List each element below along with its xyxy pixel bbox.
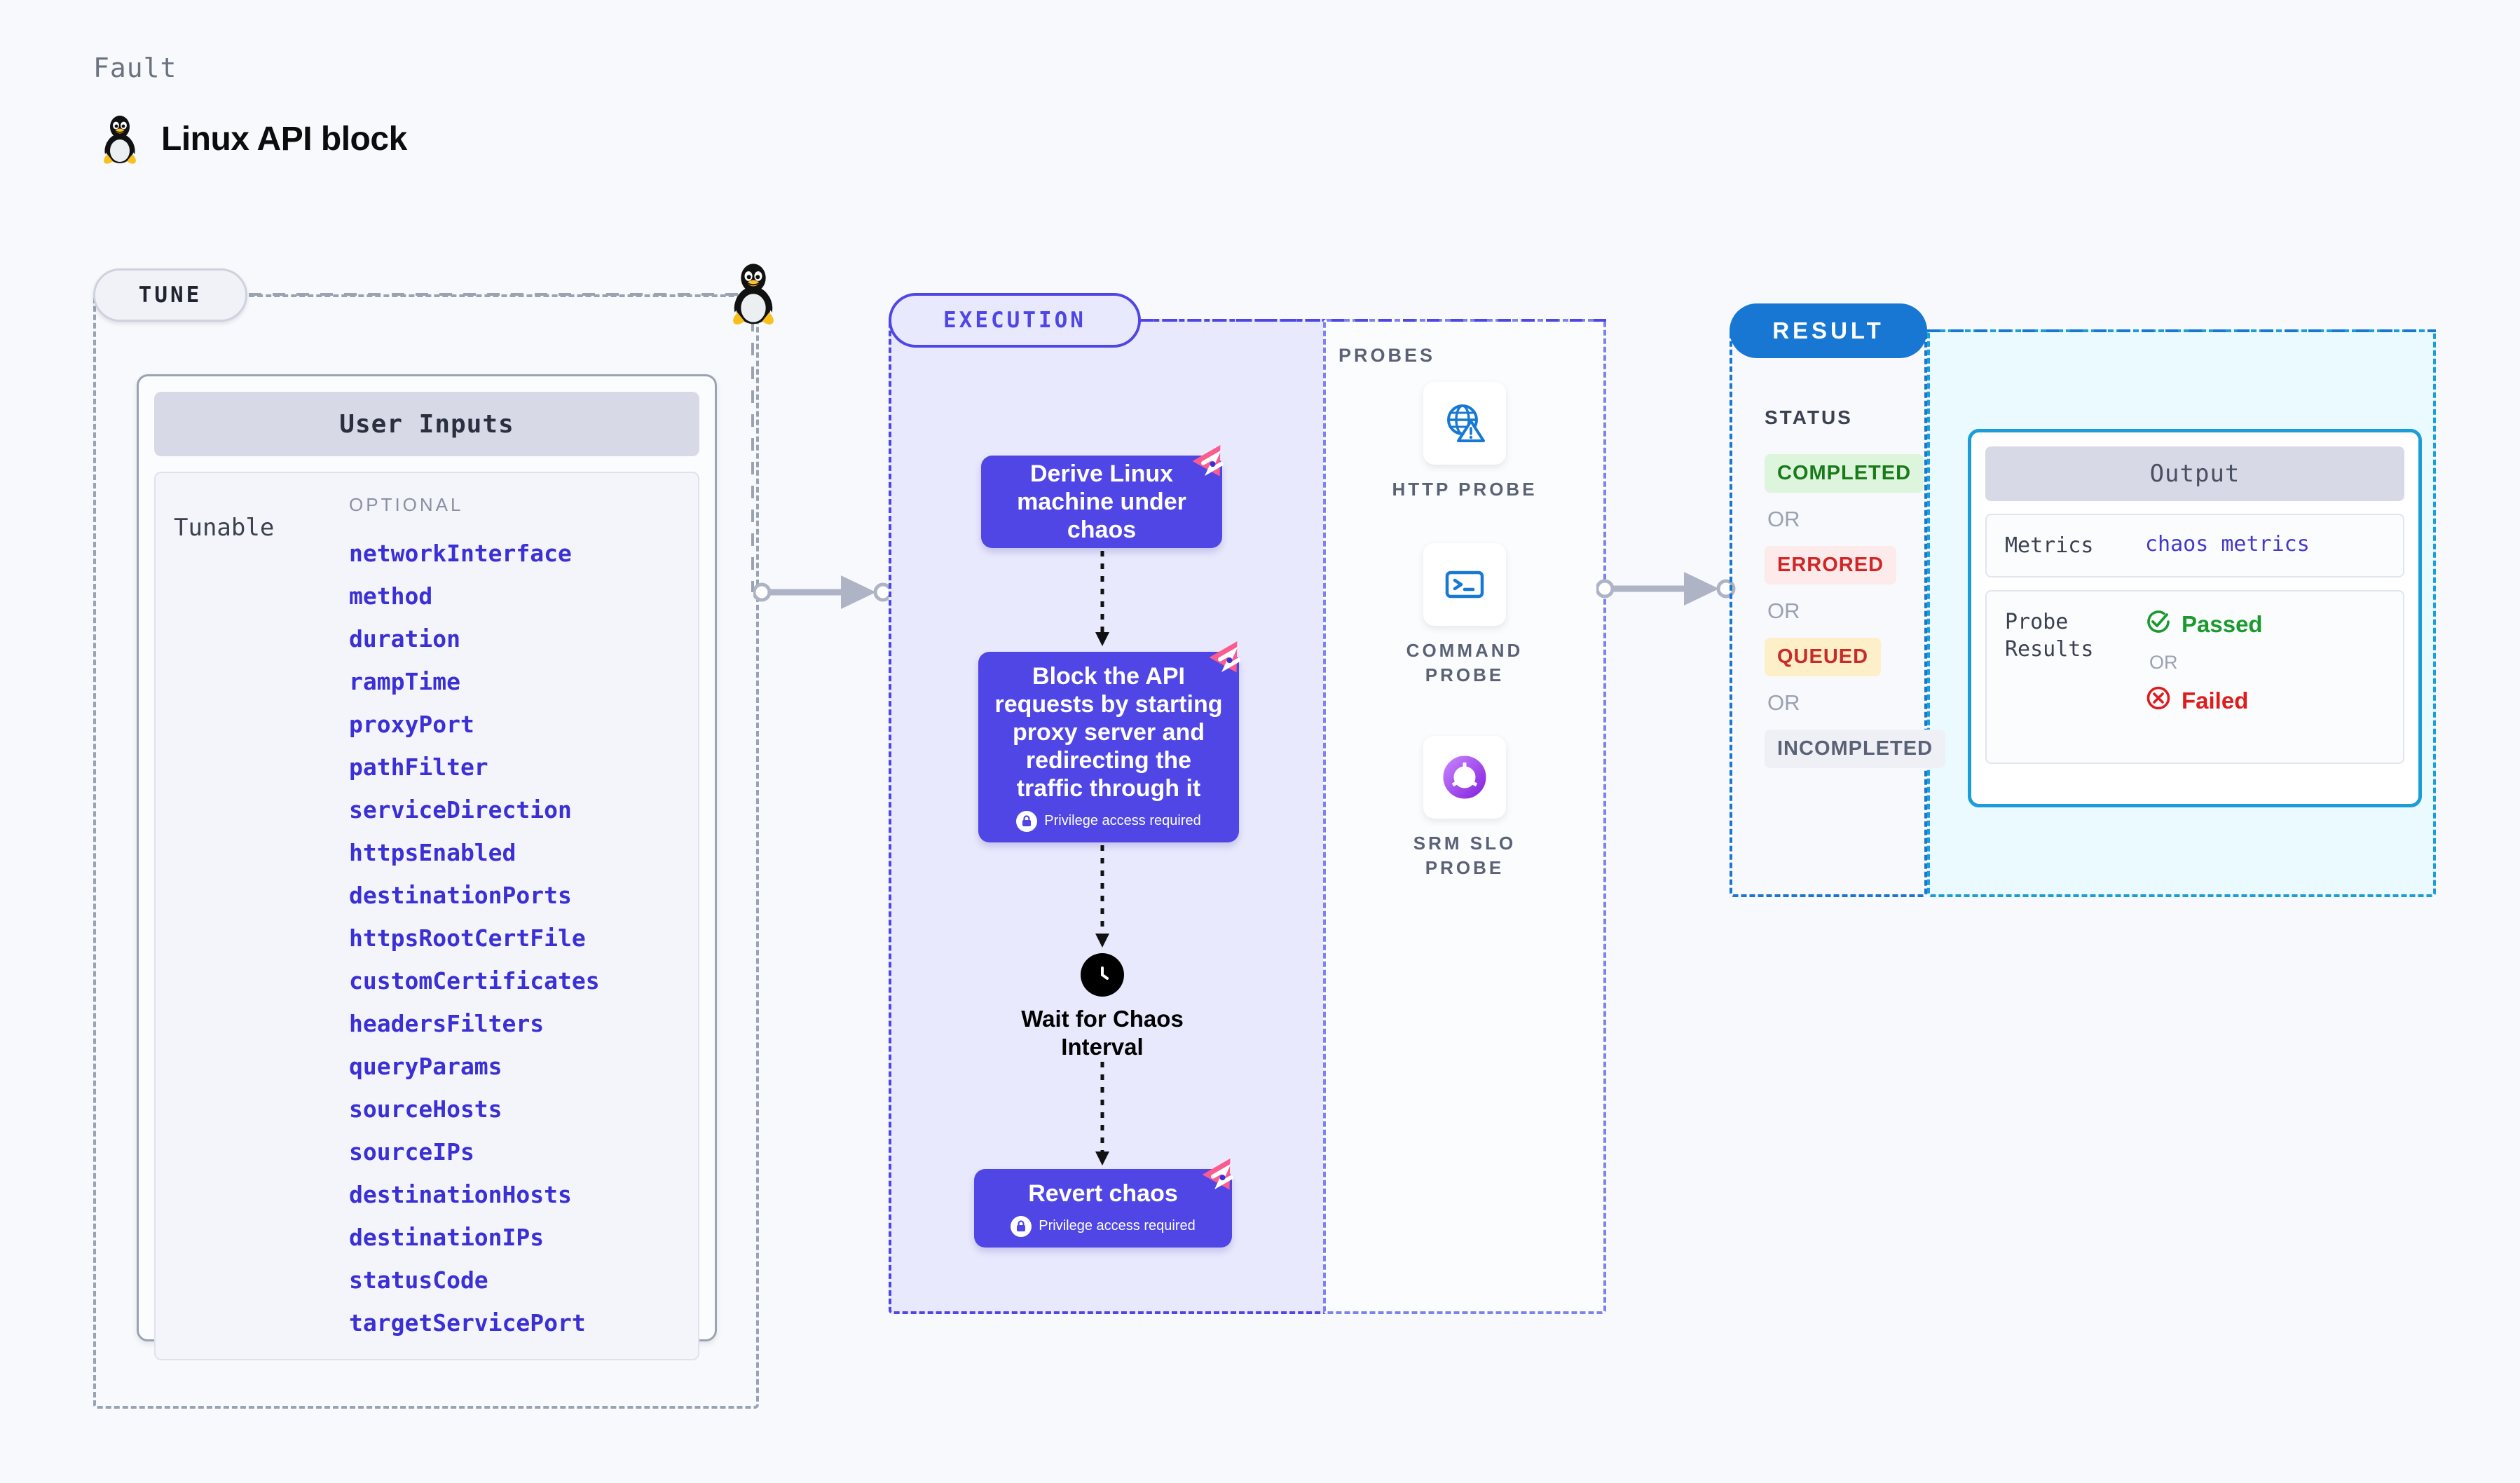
status-badge-queued: QUEUED	[1765, 638, 1882, 676]
tunable-item[interactable]: duration	[349, 625, 460, 652]
optional-label: OPTIONAL	[349, 494, 464, 515]
tunable-item[interactable]: customCertificates	[349, 967, 600, 995]
tune-pill[interactable]: TUNE	[93, 268, 247, 322]
tune-dashed-drop	[751, 319, 754, 592]
probe-result-failed: Failed	[2145, 685, 2263, 717]
execution-node-revert-chaos[interactable]: Revert chaos Privilege access required	[974, 1169, 1232, 1248]
result-dashed-connector	[1927, 329, 2436, 332]
probes-title: PROBES	[1338, 345, 1436, 366]
globe-warning-icon	[1423, 382, 1506, 465]
status-title: STATUS	[1765, 406, 1853, 428]
execution-node-label: Derive Linux machine under chaos	[1017, 460, 1186, 544]
tunable-item[interactable]: pathFilter	[349, 753, 488, 781]
privilege-note: Privilege access required	[1016, 811, 1201, 833]
tunable-item[interactable]: destinationPorts	[349, 882, 572, 909]
privilege-note: Privilege access required	[1011, 1216, 1196, 1238]
output-title: Output	[1985, 446, 2404, 501]
wait-for-chaos-interval-node: Wait for Chaos Interval	[990, 953, 1214, 1060]
output-card: Output Metrics chaos metrics Probe Resul…	[1968, 429, 2422, 807]
tunable-item[interactable]: destinationIPs	[349, 1224, 545, 1251]
linux-tux-icon	[98, 112, 142, 165]
tunable-item[interactable]: proxyPort	[349, 711, 474, 738]
probe-label: COMMAND PROBE	[1406, 640, 1523, 686]
passed-label: Passed	[2182, 611, 2263, 637]
lock-icon	[1016, 811, 1038, 833]
probe-label: HTTP PROBE	[1392, 479, 1538, 500]
tunable-item[interactable]: httpsEnabled	[349, 839, 516, 866]
status-badge-incompleted: INCOMPLETED	[1765, 730, 1946, 768]
status-badge-errored: ERRORED	[1765, 546, 1897, 585]
probe-results-values: Passed OR Failed	[2145, 608, 2263, 746]
probe-http[interactable]: HTTP PROBE	[1384, 382, 1545, 502]
linux-tux-icon-connector	[725, 259, 781, 330]
flow-arrow-1	[1090, 551, 1115, 652]
flow-arrow-2	[1090, 845, 1115, 954]
tune-dashed-connector	[249, 293, 739, 296]
slo-donut-icon	[1423, 736, 1506, 819]
metrics-value[interactable]: chaos metrics	[2145, 532, 2310, 556]
execution-to-result-arrow	[1595, 568, 1737, 610]
chaos-flag-icon	[1208, 639, 1252, 683]
failed-label: Failed	[2182, 688, 2249, 713]
execution-node-label: Revert chaos	[1028, 1180, 1178, 1207]
status-badge-completed: COMPLETED	[1765, 454, 1924, 493]
tunable-item[interactable]: rampTime	[349, 668, 460, 695]
probe-srm-slo[interactable]: SRM SLO PROBE	[1384, 736, 1545, 880]
user-inputs-body: Tunable OPTIONAL networkInterface method…	[154, 472, 699, 1360]
fault-title-row: Linux API block	[98, 112, 407, 165]
fault-label: Fault	[93, 53, 177, 83]
tunable-item[interactable]: targetServicePort	[349, 1309, 586, 1337]
probe-label: SRM SLO PROBE	[1413, 833, 1516, 879]
tunable-item[interactable]: method	[349, 582, 433, 610]
privilege-label: Privilege access required	[1039, 1218, 1196, 1234]
probe-command[interactable]: COMMAND PROBE	[1384, 543, 1545, 688]
metrics-key: Metrics	[2005, 533, 2094, 558]
tunable-list: OPTIONAL networkInterface method duratio…	[349, 494, 680, 1337]
x-circle-icon	[2145, 685, 2172, 717]
user-inputs-title: User Inputs	[154, 392, 699, 456]
probe-results-key: Probe Results	[2005, 610, 2094, 662]
or-label: OR	[1767, 599, 1800, 623]
probe-results-row: Probe Results Passed OR	[1985, 590, 2404, 764]
check-circle-icon	[2145, 608, 2172, 641]
execution-pill[interactable]: EXECUTION	[889, 293, 1141, 348]
user-inputs-card: User Inputs Tunable OPTIONAL networkInte…	[137, 374, 717, 1360]
wait-node-label: Wait for Chaos Interval	[1021, 1006, 1184, 1060]
chaos-flag-icon	[1201, 1156, 1245, 1200]
clock-icon	[1081, 953, 1124, 997]
tunable-item[interactable]: queryParams	[349, 1053, 502, 1080]
probe-result-passed: Passed	[2145, 608, 2263, 641]
or-label: OR	[1767, 690, 1800, 715]
result-pill[interactable]: RESULT	[1730, 303, 1927, 358]
execution-node-label: Block the API requests by starting proxy…	[994, 662, 1223, 802]
tune-panel-border	[93, 294, 759, 1409]
flow-arrow-3	[1090, 1062, 1115, 1172]
output-or-label: OR	[2149, 652, 2178, 673]
tunable-item[interactable]: networkInterface	[349, 540, 572, 567]
tunable-item[interactable]: headersFilters	[349, 1010, 545, 1037]
tunable-item[interactable]: sourceHosts	[349, 1095, 502, 1123]
execution-dashed-connector	[1141, 319, 1606, 322]
tune-to-execution-arrow	[752, 571, 893, 613]
page-title: Linux API block	[161, 120, 407, 158]
tunable-item[interactable]: statusCode	[349, 1266, 488, 1294]
tunable-item[interactable]: sourceIPs	[349, 1138, 474, 1166]
lock-icon	[1011, 1216, 1032, 1238]
execution-node-block-api[interactable]: Block the API requests by starting proxy…	[978, 652, 1239, 842]
execution-node-derive[interactable]: Derive Linux machine under chaos	[981, 456, 1222, 548]
tunable-item[interactable]: destinationHosts	[349, 1181, 572, 1208]
tune-panel	[93, 294, 759, 1409]
chaos-flag-icon	[1191, 443, 1235, 486]
tunable-item[interactable]: serviceDirection	[349, 796, 572, 823]
or-label: OR	[1767, 507, 1800, 531]
status-list: COMPLETED OR ERRORED OR QUEUED OR INCOMP…	[1765, 454, 1946, 768]
tunable-label: Tunable	[174, 514, 275, 542]
privilege-label: Privilege access required	[1044, 813, 1201, 829]
tunable-item[interactable]: httpsRootCertFile	[349, 924, 586, 952]
metrics-row: Metrics chaos metrics	[1985, 514, 2404, 578]
terminal-icon	[1423, 543, 1506, 626]
